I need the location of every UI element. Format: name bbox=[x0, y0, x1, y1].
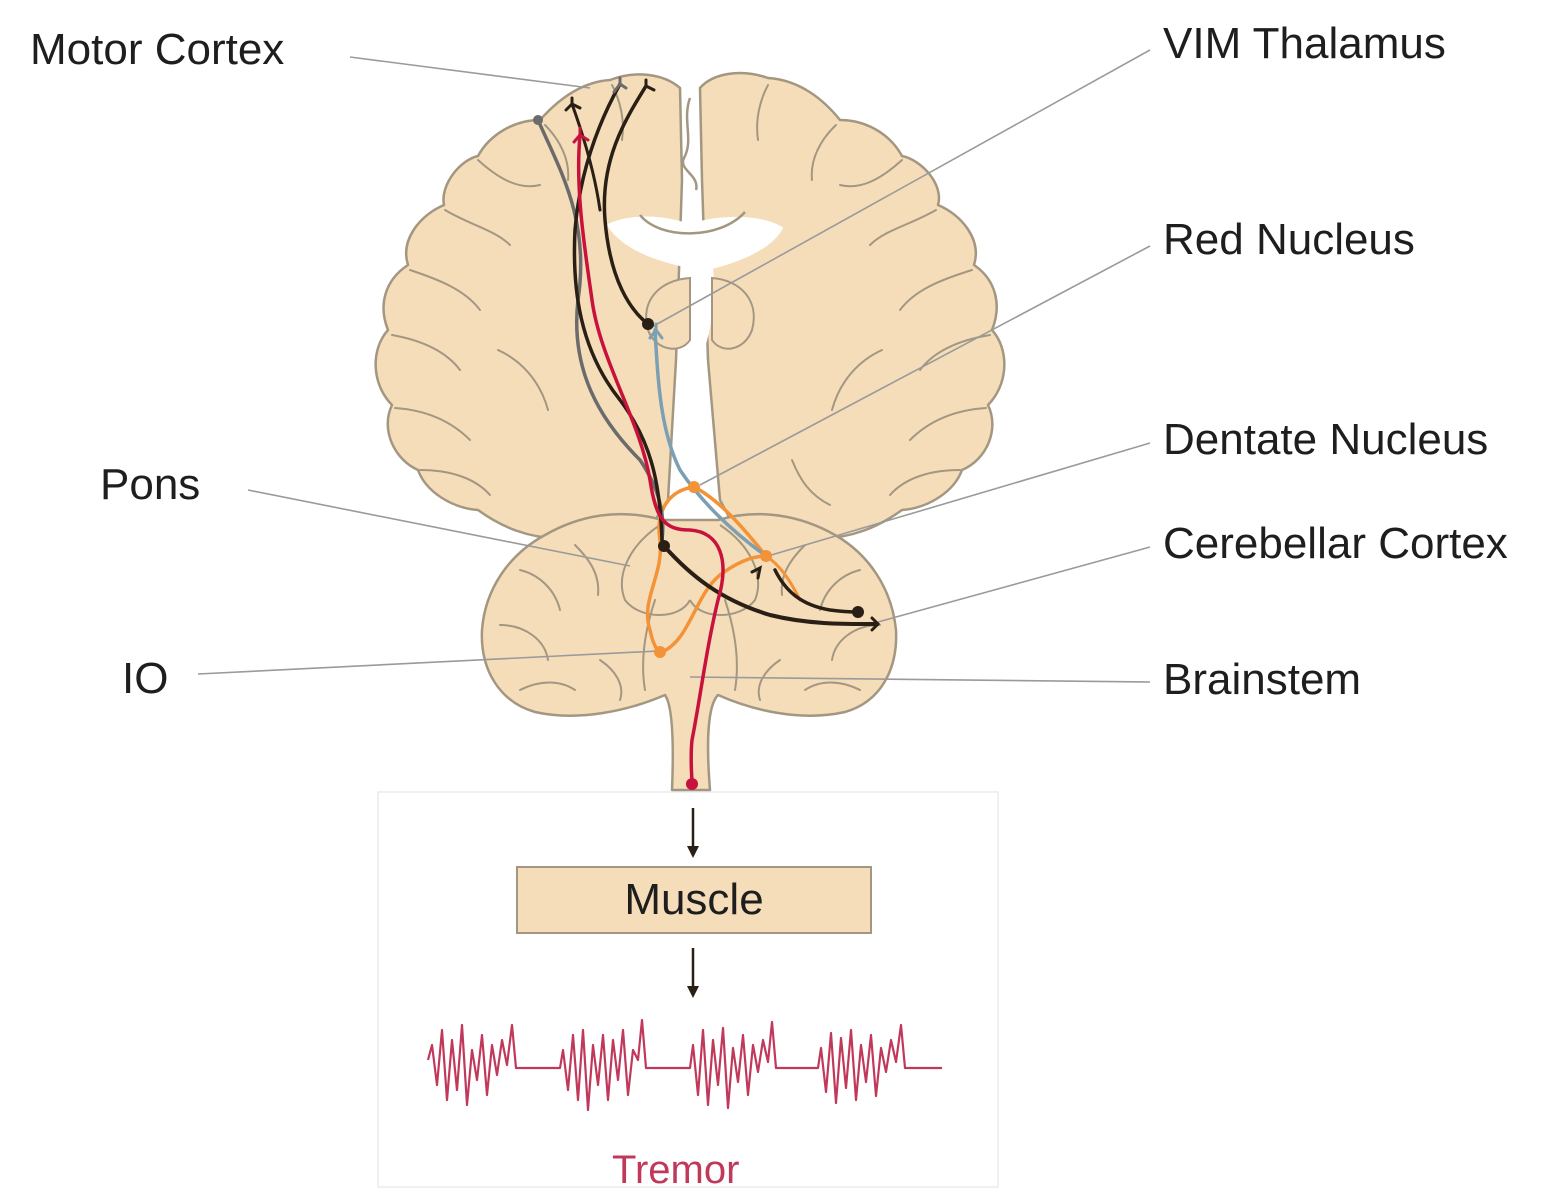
dot-pons bbox=[658, 540, 670, 552]
left-hemisphere bbox=[376, 74, 682, 541]
dot-io bbox=[654, 646, 666, 658]
cerebrum bbox=[376, 73, 1005, 541]
dot-red-nucleus bbox=[688, 481, 700, 493]
lower-panel-outline bbox=[378, 792, 998, 1187]
label-brainstem: Brainstem bbox=[1163, 658, 1361, 702]
arrow-to-tremor-head bbox=[687, 986, 699, 998]
dot-vim bbox=[642, 318, 654, 330]
label-red-nucleus: Red Nucleus bbox=[1163, 218, 1415, 262]
leader-cerebellar-cortex bbox=[878, 547, 1150, 622]
tremor-waveform bbox=[428, 1020, 942, 1110]
dot-dentate bbox=[760, 550, 772, 562]
dot-gray-cortex bbox=[533, 115, 543, 125]
longitudinal-fissure bbox=[683, 98, 697, 190]
muscle-box: Muscle bbox=[516, 866, 872, 934]
label-cerebellar-cortex: Cerebellar Cortex bbox=[1163, 522, 1508, 566]
label-tremor: Tremor bbox=[612, 1150, 739, 1190]
label-motor-cortex: Motor Cortex bbox=[30, 28, 284, 72]
dot-cerebellar bbox=[852, 606, 864, 618]
label-io: IO bbox=[122, 657, 168, 701]
label-dentate-nucleus: Dentate Nucleus bbox=[1163, 418, 1488, 462]
dot-spinal-out bbox=[686, 778, 698, 790]
label-pons: Pons bbox=[100, 463, 200, 507]
label-muscle: Muscle bbox=[624, 875, 763, 925]
label-vim-thalamus: VIM Thalamus bbox=[1163, 22, 1446, 66]
leader-motor-cortex bbox=[350, 57, 590, 88]
arrow-to-muscle-head bbox=[687, 846, 699, 858]
cerebellum bbox=[482, 514, 896, 790]
